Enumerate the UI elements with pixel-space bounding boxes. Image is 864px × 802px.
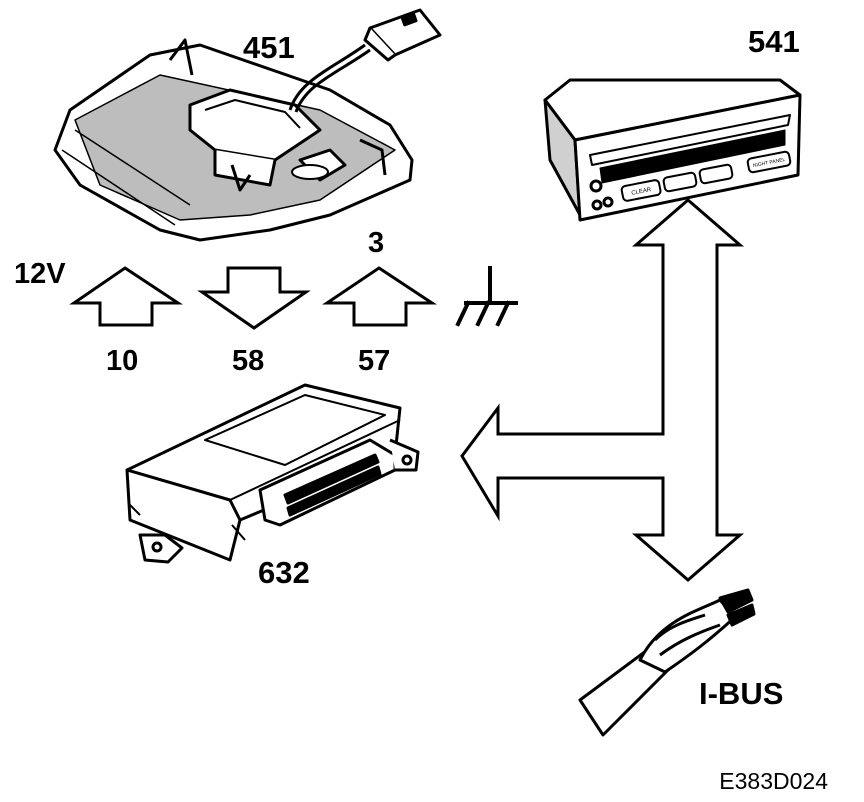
arrow-down-icon [197,266,311,330]
label-pin-57: 57 [358,345,390,377]
ground-icon [455,266,518,327]
label-ibus: I-BUS [699,676,783,711]
interior-light-unit-drawing [53,8,442,242]
display-unit-drawing [543,78,802,222]
label-pin-3: 3 [368,227,384,259]
display-clear-button: CLEAR [631,187,652,197]
label-pin-10: 10 [106,345,138,377]
ibus-cable-drawing [578,588,756,737]
ibus-connection-arrows [460,198,745,582]
label-451: 451 [243,30,295,65]
label-pin-58: 58 [232,345,264,377]
arrow-up-icon [69,266,183,327]
figure-code: E383D024 [719,768,828,794]
control-module-drawing [125,383,420,564]
label-12v: 12V [14,258,66,290]
label-632: 632 [258,555,310,590]
label-541: 541 [748,24,800,59]
arrow-up-icon [322,266,437,327]
